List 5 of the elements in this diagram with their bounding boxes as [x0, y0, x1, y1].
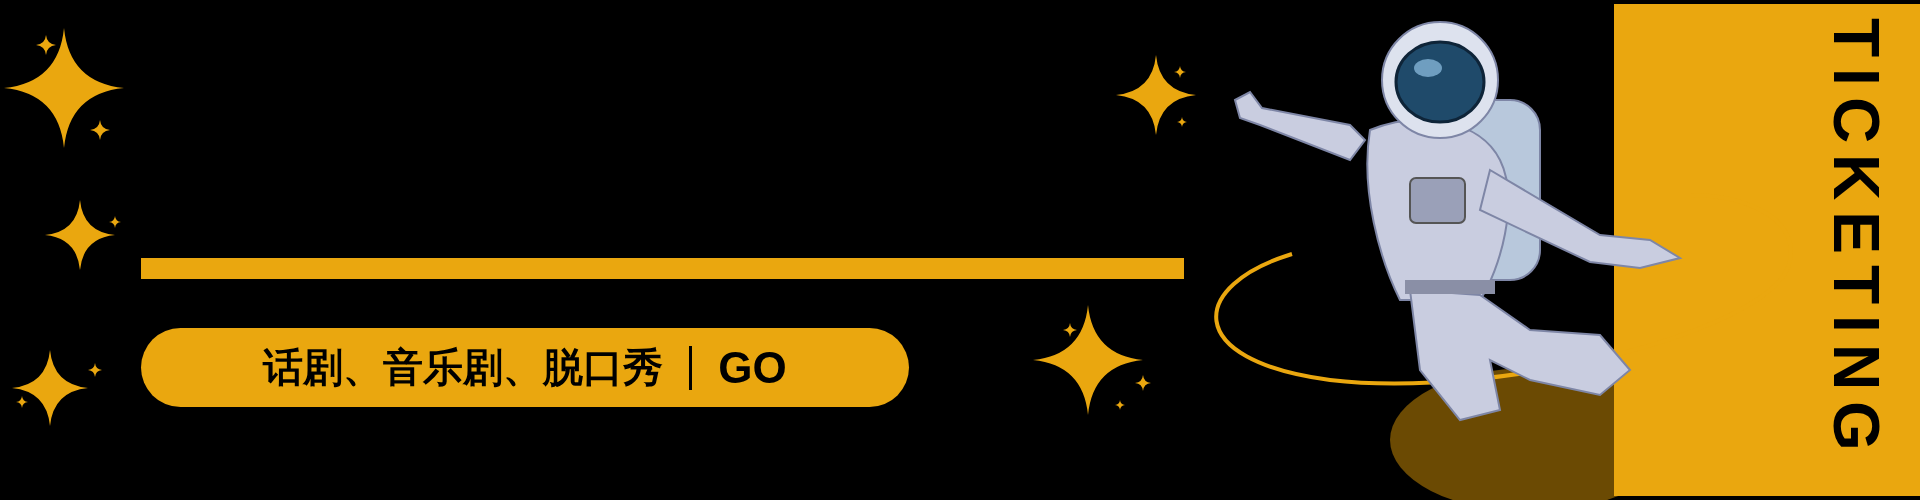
- horizontal-bar: [141, 258, 1184, 279]
- vertical-title: TICKETING: [1824, 18, 1888, 462]
- go-link: GO: [718, 342, 787, 393]
- side-panel: [1614, 4, 1920, 496]
- category-text: 话剧、音乐剧、脱口秀: [263, 343, 664, 392]
